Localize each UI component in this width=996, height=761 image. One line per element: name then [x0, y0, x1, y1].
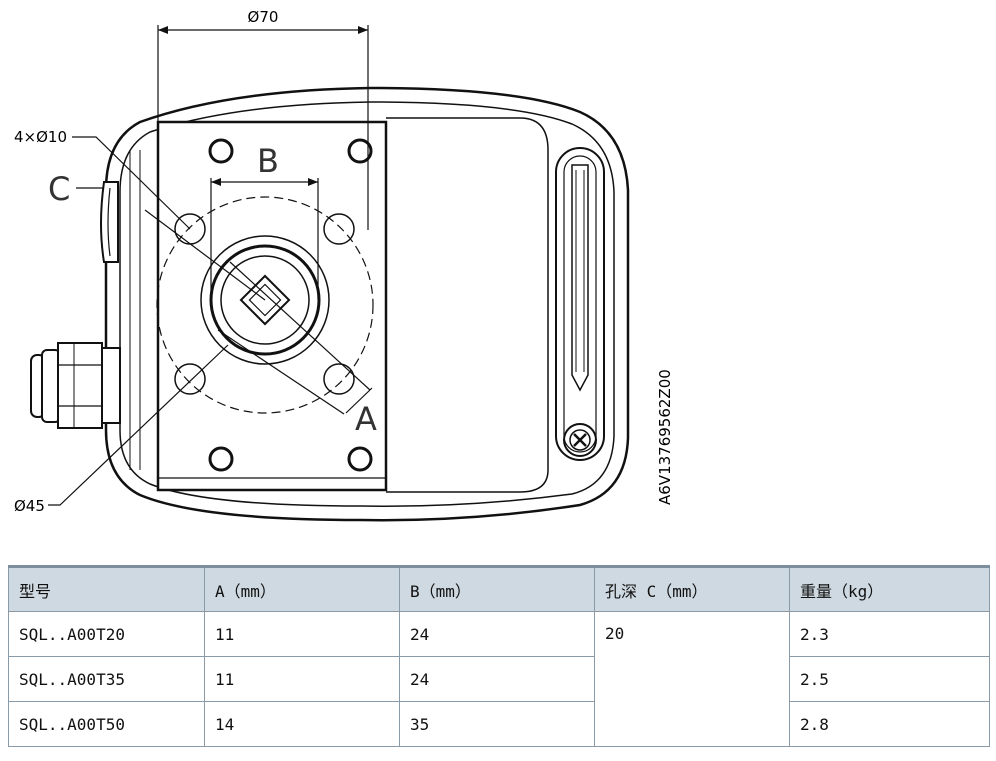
spec-table: 型号 A（mm） B（mm） 孔深 C（mm） 重量（kg） SQL..A00T… — [8, 565, 990, 747]
cell-a: 11 — [204, 656, 400, 702]
header-hole-depth: 孔深 C（mm） — [594, 565, 790, 612]
dim-label-c: C — [48, 170, 70, 208]
cell-weight: 2.3 — [789, 611, 990, 657]
table-row: SQL..A00T35 11 24 2.5 — [8, 656, 990, 702]
cell-model: SQL..A00T35 — [8, 656, 205, 702]
cell-b: 24 — [399, 611, 595, 657]
cable-gland — [30, 342, 121, 429]
cell-model: SQL..A00T20 — [8, 611, 205, 657]
cell-hole-depth: 20 — [594, 611, 790, 747]
cell-a: 11 — [204, 611, 400, 657]
cell-model: SQL..A00T50 — [8, 701, 205, 747]
cell-b: 24 — [399, 656, 595, 702]
table-row: SQL..A00T50 14 35 2.8 — [8, 701, 990, 747]
cell-weight: 2.8 — [789, 701, 990, 747]
dim-label-45: Ø45 — [14, 497, 45, 515]
manual-lever — [555, 147, 605, 461]
header-b: B（mm） — [399, 565, 595, 612]
dim-label-a: A — [355, 400, 377, 438]
cell-b: 35 — [399, 701, 595, 747]
table-header-row: 型号 A（mm） B（mm） 孔深 C（mm） 重量（kg） — [8, 565, 990, 612]
bolt-holes — [174, 213, 355, 395]
plate-holes — [208, 138, 373, 472]
dimension-lines — [48, 25, 373, 506]
actuator-dimension-drawing: Ø70 4×Ø10 C B A Ø45 A6V13769562Z00 — [14, 8, 674, 522]
housing-outline — [104, 86, 630, 522]
cell-a: 14 — [204, 701, 400, 747]
bolt-circle — [156, 196, 374, 414]
drawing-code: A6V13769562Z00 — [656, 369, 674, 505]
dim-label-70: Ø70 — [248, 8, 279, 26]
header-weight: 重量（kg） — [789, 565, 990, 612]
dimension-arrows — [158, 26, 368, 186]
dim-label-b: B — [257, 142, 279, 180]
side-port — [100, 181, 119, 263]
header-model: 型号 — [8, 565, 205, 612]
dim-label-holes: 4×Ø10 — [14, 128, 67, 146]
table-row: SQL..A00T20 11 24 20 2.3 — [8, 611, 990, 747]
cell-weight: 2.5 — [789, 656, 990, 702]
flange-plate — [156, 120, 388, 492]
header-a: A（mm） — [204, 565, 400, 612]
